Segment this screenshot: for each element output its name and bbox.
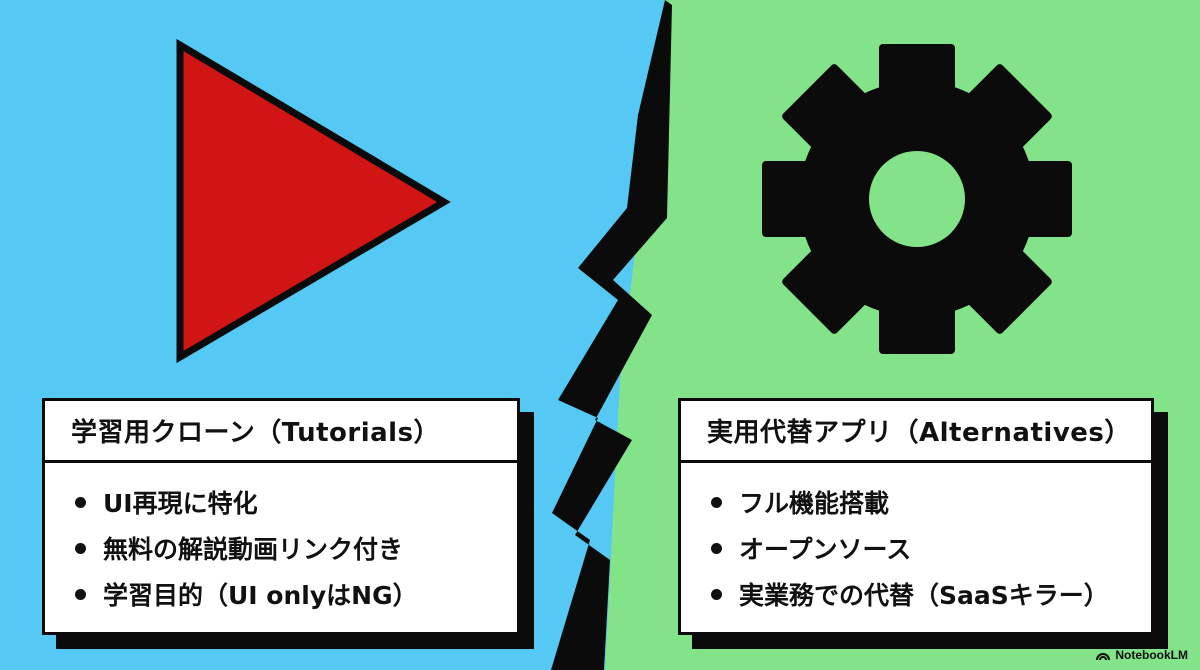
watermark-label: NotebookLM — [1115, 648, 1188, 662]
bullet-icon — [75, 496, 86, 508]
alternatives-feature-list: フル機能搭載 オープンソース 実業務での代替（SaaSキラー） — [681, 463, 1151, 617]
notebooklm-logo-icon — [1096, 652, 1111, 660]
bullet-icon — [711, 542, 722, 554]
list-item: オープンソース — [711, 525, 1151, 571]
list-item: 実業務での代替（SaaSキラー） — [711, 571, 1151, 617]
gear-hole — [869, 151, 965, 247]
list-item-text: 学習目的（UI onlyはNG） — [103, 581, 418, 610]
list-item-text: 実業務での代替（SaaSキラー） — [739, 581, 1109, 610]
list-item-text: オープンソース — [739, 535, 912, 564]
bullet-icon — [75, 542, 86, 554]
tutorials-card-title: 学習用クローン（Tutorials） — [45, 401, 517, 463]
list-item-text: 無料の解説動画リンク付き — [103, 535, 404, 564]
lightning-bolt-icon — [551, 0, 672, 670]
list-item: 無料の解説動画リンク付き — [75, 525, 517, 571]
list-item: 学習目的（UI onlyはNG） — [75, 571, 517, 617]
list-item-text: UI再現に特化 — [103, 489, 258, 518]
list-item: フル機能搭載 — [711, 479, 1151, 525]
list-item: UI再現に特化 — [75, 479, 517, 525]
bullet-icon — [711, 496, 722, 508]
bullet-icon — [711, 588, 722, 600]
bullet-icon — [75, 588, 86, 600]
list-item-text: フル機能搭載 — [739, 489, 890, 518]
gear-icon — [762, 44, 1072, 354]
tutorials-feature-list: UI再現に特化 無料の解説動画リンク付き 学習目的（UI onlyはNG） — [45, 463, 517, 617]
play-icon — [176, 38, 451, 364]
tutorials-card: 学習用クローン（Tutorials） UI再現に特化 無料の解説動画リンク付き … — [42, 398, 520, 635]
notebooklm-watermark: NotebookLM — [1096, 648, 1188, 662]
alternatives-card: 実用代替アプリ（Alternatives） フル機能搭載 オープンソース 実業務… — [678, 398, 1154, 635]
alternatives-card-title: 実用代替アプリ（Alternatives） — [681, 401, 1151, 463]
